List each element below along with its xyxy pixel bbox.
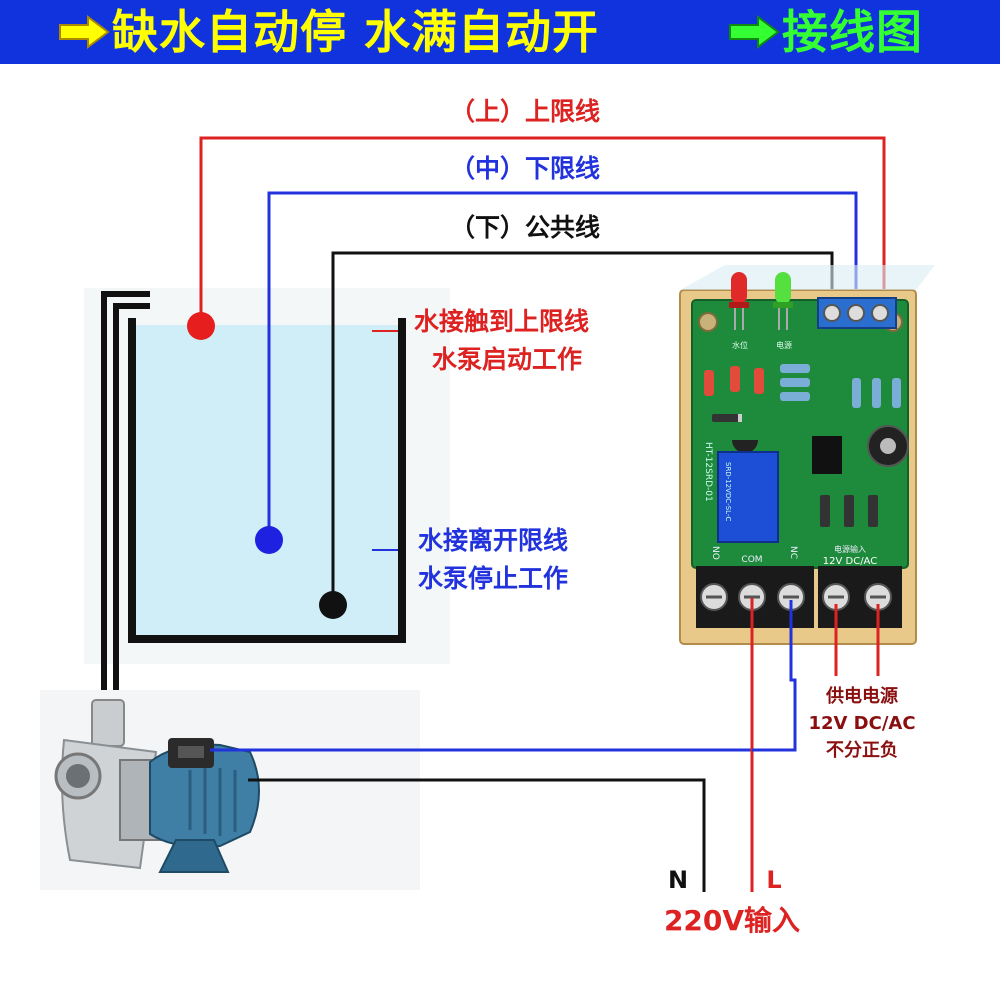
relay-text: SRD-12VDC-SL-C — [724, 462, 732, 521]
upper-limit-wire — [199, 136, 886, 326]
controller-board: 水位 电源 — [679, 265, 935, 645]
mains-input-label: 220V输入 — [664, 904, 800, 937]
power-note-line-3: 不分正负 — [826, 739, 898, 761]
components — [704, 364, 909, 527]
terminal-label-power: 电源输入 — [834, 544, 866, 554]
screw-terminal-block — [696, 566, 902, 628]
lower-limit-wire — [267, 191, 858, 540]
terminal-label-com: COM — [741, 555, 762, 565]
terminal-label-no: NO — [710, 546, 720, 560]
banner-subtitle: 接线图 — [782, 5, 923, 59]
led-icon — [773, 272, 793, 330]
neutral-label: N — [668, 866, 688, 894]
common-probe — [319, 591, 347, 619]
pump-icon — [40, 690, 420, 890]
title-banner: 缺水自动停 水满自动开 接线图 — [0, 0, 1000, 64]
lower-probe — [255, 526, 283, 554]
live-label: L — [766, 866, 781, 894]
probe-terminal-block — [817, 297, 897, 329]
water-body — [134, 325, 400, 637]
upper-probe — [187, 312, 215, 340]
power-note-line-2: 12V DC/AC — [808, 713, 915, 734]
board-model: HT-12SRD-01 — [703, 442, 713, 502]
lower-wire-label: （下）公共线 — [450, 213, 600, 242]
lower-note-line-1: 水接离开限线 — [418, 526, 568, 555]
upper-note-line-1: 水接触到上限线 — [414, 307, 589, 336]
banner-title: 缺水自动停 水满自动开 — [112, 5, 600, 59]
arrow-right-icon — [59, 15, 110, 49]
wiring-diagram: （上）上限线 （中）下限线 （下）公共线 水接触到上限线 水泵启动工作 水接离开… — [40, 97, 935, 937]
power-note-line-1: 供电电源 — [825, 685, 898, 707]
relay-icon: SRD-12VDC-SL-C — [717, 451, 779, 543]
lower-note-line-2: 水泵停止工作 — [418, 564, 568, 593]
led-label-2: 电源 — [776, 340, 792, 350]
led-label-1: 水位 — [732, 340, 748, 350]
led-icon — [729, 272, 749, 330]
neutral-wire — [248, 778, 706, 892]
inlet-pipe — [101, 291, 150, 692]
upper-note-line-2: 水泵启动工作 — [432, 345, 582, 374]
water-tank — [128, 318, 406, 643]
terminal-label-voltage: 12V DC/AC — [823, 556, 877, 567]
arrow-right-icon — [729, 15, 780, 49]
middle-wire-label: （中）下限线 — [450, 154, 600, 183]
terminal-label-nc: NC — [788, 546, 798, 559]
tank-wall — [128, 318, 406, 643]
upper-wire-label: （上）上限线 — [450, 97, 600, 126]
nc-output-wire — [752, 600, 797, 752]
